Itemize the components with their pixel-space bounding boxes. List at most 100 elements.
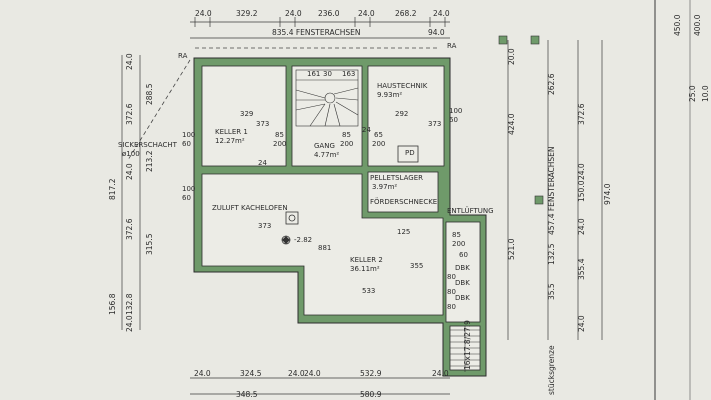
dim-bottom-0: 24.0 — [194, 369, 211, 378]
label-dbk-1: DBK — [455, 264, 470, 272]
opening-3: 60 — [182, 194, 191, 202]
room-pelletslager-name: PELLETSLAGER — [370, 174, 423, 182]
room-haustechnik — [367, 65, 445, 167]
dim-bottom2-1: 580.9 — [360, 390, 382, 399]
dim-bottom2-0: 348.5 — [236, 390, 258, 399]
dim-left-1: 288.5 — [145, 83, 154, 105]
stair-straight — [450, 326, 480, 372]
pd-box-icon — [397, 145, 419, 163]
dim-left-4: 817.2 — [108, 178, 117, 200]
dim-right-6: 974.0 — [603, 183, 612, 205]
int-13: 30 — [323, 70, 332, 78]
int-2: 292 — [395, 110, 408, 118]
marker-box-icon-3 — [498, 35, 508, 45]
int-9: 355 — [410, 262, 423, 270]
dim-left-6: 372.6 — [125, 218, 134, 240]
int-6: 373 — [258, 222, 271, 230]
dim-top-1: 329.2 — [236, 9, 258, 18]
label-dbk-3: DBK — [455, 294, 470, 302]
opening-5: 60 — [449, 116, 458, 124]
bottom-dimensions: 24.0 324.5 24.0 24.0 532.9 24.0 348.5 58… — [190, 369, 450, 399]
room-keller1 — [201, 65, 287, 167]
dim-bottom-3: 24.0 — [304, 369, 321, 378]
opening-10: 65 — [374, 131, 383, 139]
dim-top-0: 24.0 — [195, 9, 212, 18]
int-7: 881 — [318, 244, 331, 252]
dim-right-0: 20.0 — [507, 48, 516, 65]
far-right-dimensions: 450.0 400.0 25.0 10.0 — [673, 14, 710, 102]
int-14: 163 — [342, 70, 355, 78]
dim-left-8: 156.8 — [108, 293, 117, 315]
room-keller2-name: KELLER 2 — [350, 256, 383, 264]
label-fensterachsen-right: 457.4 FENSTERACHSEN — [547, 147, 556, 236]
opening-12: 85 — [452, 231, 461, 239]
dim-bottom-4: 532.9 — [360, 369, 382, 378]
label-ra-top: RA — [447, 42, 457, 50]
interior-dimensions: 329 373 292 373 24 24 373 881 533 355 16… — [240, 70, 441, 295]
opening-11: 200 — [372, 140, 385, 148]
dim-top-4: 24.0 — [358, 9, 375, 18]
vent-icon — [285, 211, 299, 225]
opening-25: 125 — [397, 228, 410, 236]
dim-far-right-1: 400.0 — [693, 14, 702, 36]
dim-bottom-2: 24.0 — [288, 369, 305, 378]
marker-box-icon — [530, 35, 540, 45]
int-4: 24 — [258, 159, 267, 167]
dim-top-2: 24.0 — [285, 9, 302, 18]
dim-top2-b: 94.0 — [428, 28, 445, 37]
int-3: 373 — [428, 120, 441, 128]
dim-right-3: 424.0 — [507, 113, 516, 135]
dim-right-2: 372.6 — [577, 103, 586, 125]
opening-13: 200 — [452, 240, 465, 248]
dim-right-5: 150.0 — [577, 180, 586, 202]
label-foerderschnecke: FÖRDERSCHNECKE — [370, 197, 437, 206]
dim-right-10: 355.4 — [577, 258, 586, 280]
level-marker-icon — [281, 235, 291, 245]
dim-right-1: 262.6 — [547, 73, 556, 95]
dim-bottom-5: 24.0 — [432, 369, 449, 378]
label-sickerschacht: SICKERSCHACHT — [118, 141, 178, 149]
room-pelletslager-area: 3.97m² — [372, 183, 397, 191]
dim-left-7: 315.5 — [145, 233, 154, 255]
opening-1: 60 — [182, 140, 191, 148]
dim-top-6: 24.0 — [433, 9, 450, 18]
dim-far-right-3: 10.0 — [701, 85, 710, 102]
dim-left-5: 24.0 — [125, 163, 134, 180]
opening-0: 100 — [182, 131, 195, 139]
dim-right-9: 132.5 — [547, 243, 556, 265]
dim-bottom-1: 324.5 — [240, 369, 262, 378]
right-dimensions: 20.0 262.6 372.6 424.0 24.0 150.0 974.0 … — [463, 35, 612, 395]
dim-far-right-0: 450.0 — [673, 14, 682, 36]
dim-left-9: 132.8 — [125, 293, 134, 315]
room-keller1-area: 12.27m² — [215, 137, 245, 145]
room-keller2 — [201, 173, 444, 316]
label-treppe: 16x17.8/27.9 — [463, 320, 472, 370]
dim-top-3: 236.0 — [318, 9, 340, 18]
dim-left-3: 213.2 — [145, 150, 154, 172]
drain-line — [127, 47, 440, 161]
label-pd: PD — [405, 149, 415, 157]
room-stair-area — [445, 221, 481, 323]
dim-left-2: 372.6 — [125, 103, 134, 125]
opening-9: 200 — [340, 140, 353, 148]
stair-spiral — [295, 69, 359, 127]
room-keller1-name: KELLER 1 — [215, 128, 248, 136]
label-zuluft: ZULUFT KACHELOFEN — [212, 204, 288, 212]
int-0: 329 — [240, 110, 253, 118]
int-8: 533 — [362, 287, 375, 295]
label-level: -2.82 — [294, 236, 312, 244]
opening-16: 80 — [447, 273, 456, 281]
marker-box-icon-2 — [534, 195, 544, 205]
int-5: 24 — [362, 126, 371, 134]
dim-right-7: 24.0 — [577, 218, 586, 235]
dim-right-12: 24.0 — [577, 315, 586, 332]
room-haustechnik-name: HAUSTECHNIK — [377, 82, 428, 90]
opening-8: 85 — [342, 131, 351, 139]
room-gang-name: GANG — [314, 142, 335, 150]
room-keller2-area: 36.11m² — [350, 265, 380, 273]
opening-24: 60 — [459, 251, 468, 259]
label-entlueftung: ENTLÜFTUNG — [447, 206, 494, 215]
dim-left-0: 24.0 — [125, 53, 134, 70]
int-12: 161 — [307, 70, 320, 78]
opening-2: 100 — [182, 185, 195, 193]
